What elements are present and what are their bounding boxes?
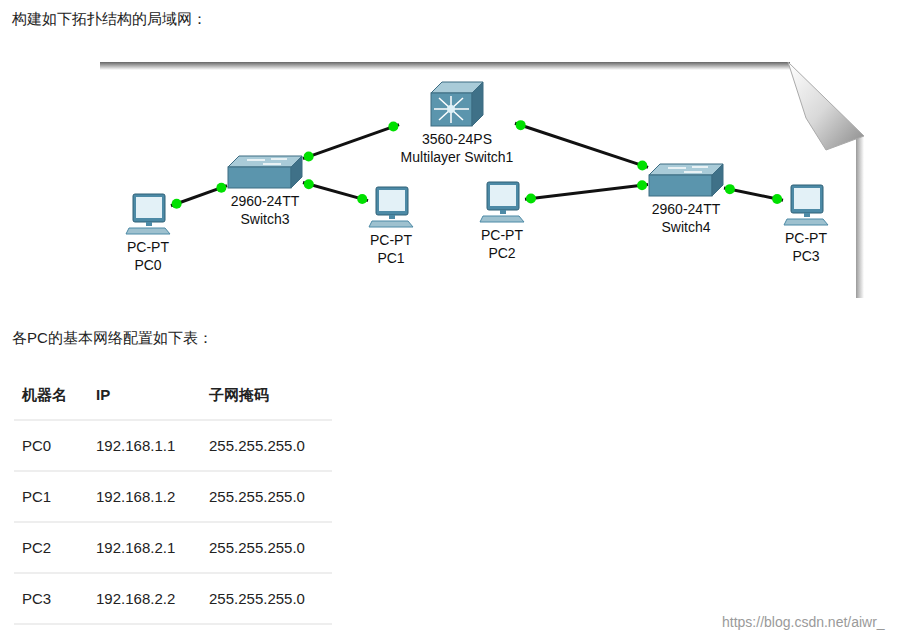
icon-part xyxy=(668,167,686,169)
intro-text: 各PC的基本网络配置如下表： xyxy=(12,328,213,348)
icon-part xyxy=(228,167,291,188)
cable xyxy=(525,185,648,200)
icon-part xyxy=(263,163,281,165)
device-label: PC-PT PC0 xyxy=(126,238,171,274)
pc-icon xyxy=(783,184,829,226)
device-label: 2960-24TT Switch4 xyxy=(650,200,722,236)
table-cell: 255.255.255.0 xyxy=(209,589,305,609)
table-cell: 192.168.2.1 xyxy=(96,538,175,558)
table-header: IP xyxy=(96,385,110,405)
table-cell: PC1 xyxy=(22,487,51,507)
table-cell: PC3 xyxy=(22,589,51,609)
table-cell: PC2 xyxy=(22,538,51,558)
icon-part xyxy=(228,156,302,167)
watermark: https://blog.csdn.net/aiwr_ xyxy=(722,612,885,632)
pc-icon xyxy=(479,181,525,223)
sw-icon xyxy=(227,155,303,189)
device-label: PC-PT PC3 xyxy=(784,229,829,265)
link-light xyxy=(725,184,735,194)
link-light xyxy=(357,194,367,204)
icon-part xyxy=(692,166,708,168)
pc-device: PC-PT PC3 xyxy=(783,184,829,265)
icon-part xyxy=(247,159,265,161)
icon-part xyxy=(439,98,463,120)
icon-part xyxy=(804,213,810,217)
table-cell: 192.168.1.1 xyxy=(96,436,175,456)
link-light xyxy=(304,179,314,189)
icon-part xyxy=(369,221,413,227)
icon-part xyxy=(791,185,823,213)
switch-device: 2960-24TT Switch3 xyxy=(227,155,303,228)
cable xyxy=(515,123,648,167)
link-light xyxy=(772,194,782,204)
panel-top-shadow xyxy=(100,62,790,70)
icon-part xyxy=(434,96,469,123)
sw-icon xyxy=(648,163,724,197)
icon-part xyxy=(271,158,287,160)
icon-part xyxy=(794,188,820,209)
link-light xyxy=(637,180,647,190)
link-light xyxy=(637,160,647,170)
pc-device: PC-PT PC2 xyxy=(479,181,525,262)
panel-right-shadow xyxy=(856,135,864,298)
icon-part xyxy=(490,185,516,206)
table-rule xyxy=(14,471,332,472)
icon-part xyxy=(649,164,723,175)
icon-part xyxy=(133,194,165,222)
table-header: 机器名 xyxy=(22,385,67,405)
table-rule xyxy=(14,624,332,625)
table-rule xyxy=(14,420,332,421)
table-cell: 255.255.255.0 xyxy=(209,436,305,456)
link-light xyxy=(388,122,398,132)
table-cell: 255.255.255.0 xyxy=(209,538,305,558)
pc-device: PC-PT PC0 xyxy=(125,193,171,274)
icon-part xyxy=(712,164,723,196)
link-light xyxy=(172,199,182,209)
icon-part xyxy=(784,219,828,225)
icon-part xyxy=(431,93,472,126)
pc-icon xyxy=(368,186,414,228)
icon-part xyxy=(136,197,162,218)
table-cell: 192.168.1.2 xyxy=(96,487,175,507)
icon-part xyxy=(389,215,395,219)
link-light xyxy=(216,183,226,193)
icon-part xyxy=(447,105,455,113)
device-label: 2960-24TT Switch3 xyxy=(229,192,301,228)
page-curl xyxy=(788,62,864,150)
icon-part xyxy=(146,222,152,226)
icon-part xyxy=(487,182,519,210)
cable xyxy=(303,125,399,159)
link-light xyxy=(526,194,536,204)
icon-part xyxy=(439,98,463,120)
icon-part xyxy=(291,156,302,188)
icon-part xyxy=(126,228,170,234)
icon-part xyxy=(500,210,506,214)
table-cell: PC0 xyxy=(22,436,51,456)
icon-part xyxy=(649,175,712,196)
table-header: 子网掩码 xyxy=(209,385,269,405)
device-label: 3560-24PS Multilayer Switch1 xyxy=(399,130,515,166)
switch-device: 2960-24TT Switch4 xyxy=(648,163,724,236)
link-light xyxy=(516,120,526,130)
heading-text: 构建如下拓扑结构的局域网： xyxy=(12,9,207,29)
table-cell: 255.255.255.0 xyxy=(209,487,305,507)
mls-icon xyxy=(430,81,484,127)
device-label: PC-PT PC1 xyxy=(369,231,414,267)
table-rule xyxy=(14,522,332,523)
icon-part xyxy=(376,187,408,215)
icon-part xyxy=(379,190,405,211)
table-rule xyxy=(14,573,332,574)
icon-part xyxy=(472,82,483,126)
icon-part xyxy=(684,171,702,173)
switch-device: 3560-24PS Multilayer Switch1 xyxy=(399,81,515,166)
link-light xyxy=(304,152,314,162)
icon-part xyxy=(480,216,524,222)
device-label: PC-PT PC2 xyxy=(480,226,525,262)
pc-device: PC-PT PC1 xyxy=(368,186,414,267)
table-cell: 192.168.2.2 xyxy=(96,589,175,609)
pc-icon xyxy=(125,193,171,235)
